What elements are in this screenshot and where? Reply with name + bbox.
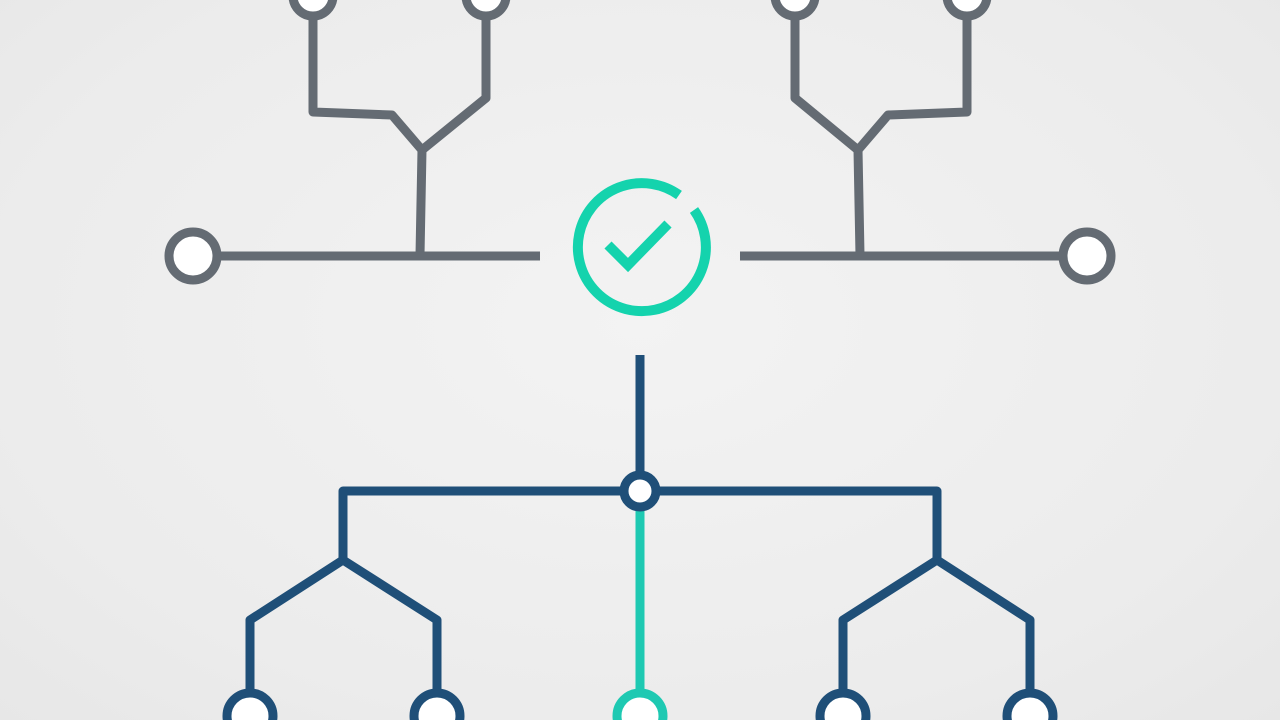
- check-circle-ring: [572, 178, 711, 317]
- upper-left-connector-top-left: [308, 3, 427, 155]
- leaf-node-1: [222, 688, 278, 720]
- upper-right-node-top-right: [942, 0, 992, 21]
- leaf-node-5: [1002, 688, 1058, 720]
- upper-right-trunk: [853, 145, 865, 260]
- leaf-node-2: [409, 688, 465, 720]
- leaf-node-4: [815, 688, 871, 720]
- upper-left-node-top-left: [288, 0, 338, 21]
- upper-right-connector-top-right: [853, 3, 972, 155]
- upper-left-node-top-right: [461, 0, 511, 21]
- lower-junction-node: [619, 470, 661, 512]
- upper-left-connector-top-right: [417, 3, 491, 155]
- upper-left-trunk: [415, 145, 427, 260]
- check-mark: [604, 220, 672, 273]
- upper-left-node-end: [164, 227, 222, 285]
- lower-left-subtree: [245, 556, 442, 700]
- upper-right-node-end: [1058, 227, 1116, 285]
- check-circle-icon: [572, 178, 711, 317]
- upper-right-connector-top-left: [790, 3, 863, 155]
- lower-right-subtree: [838, 556, 1035, 700]
- upper-right-node-top-left: [770, 0, 820, 21]
- leaf-node-3-highlighted: [612, 688, 668, 720]
- upper-right-branch: [740, 3, 1063, 261]
- upper-left-branch: [217, 3, 540, 261]
